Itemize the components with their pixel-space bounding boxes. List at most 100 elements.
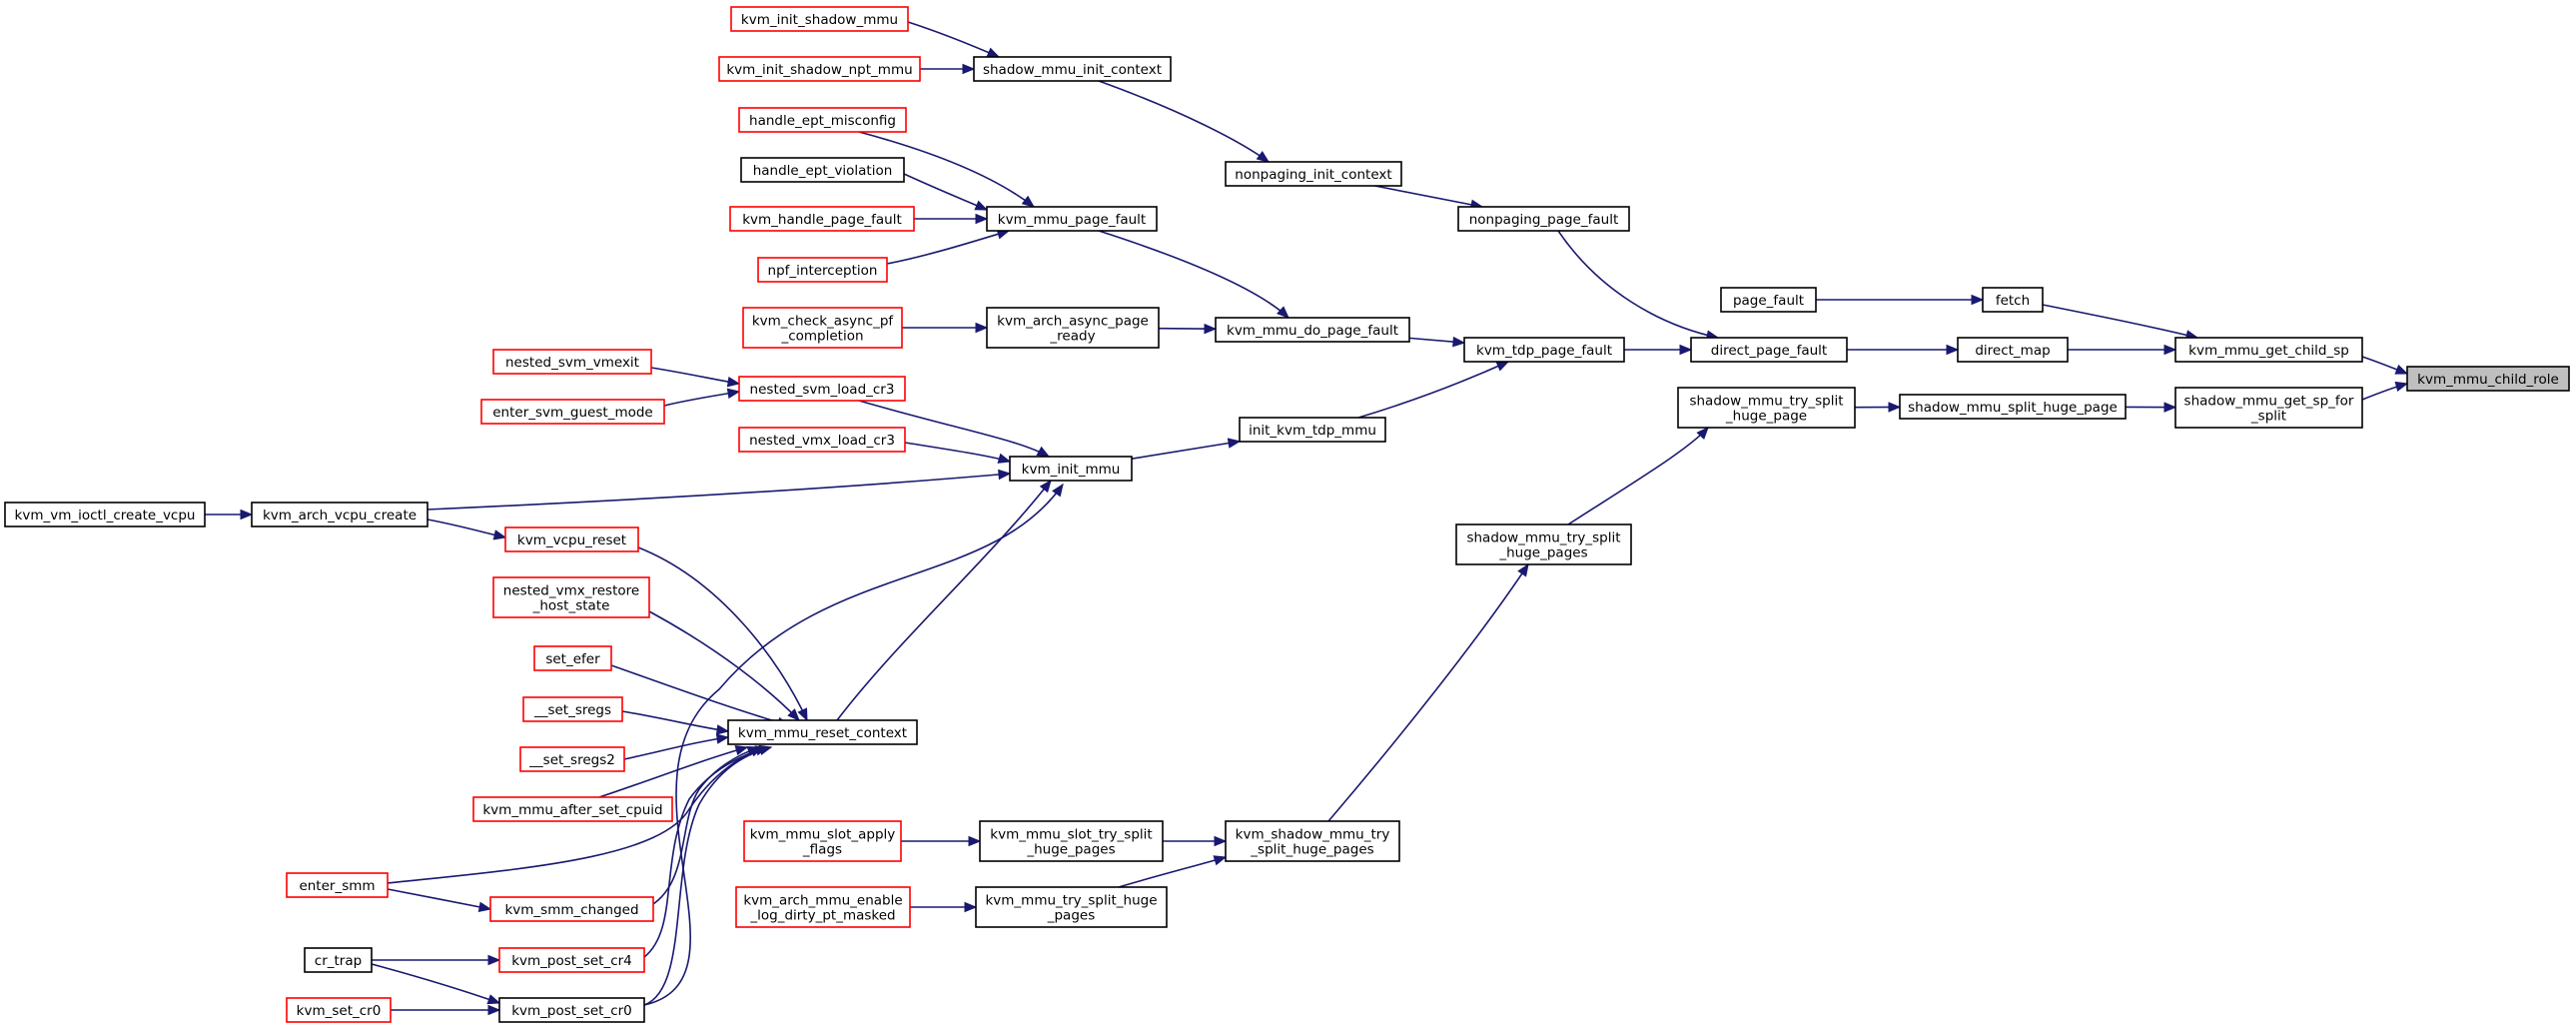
node-label: kvm_shadow_mmu_try xyxy=(1236,827,1390,843)
node-kvm_shadow_mmu_try_split_huge_pages[interactable]: kvm_shadow_mmu_try_split_huge_pages xyxy=(1225,820,1400,862)
node-label: _huge_pages xyxy=(1498,545,1587,561)
node-box xyxy=(522,696,623,722)
node-kvm_tdp_page_fault[interactable]: kvm_tdp_page_fault xyxy=(1463,337,1625,363)
node-nonpaging_page_fault[interactable]: nonpaging_page_fault xyxy=(1457,206,1630,232)
node-direct_map[interactable]: direct_map xyxy=(1957,337,2069,363)
node-box xyxy=(2406,366,2570,392)
node-box xyxy=(1225,161,1402,187)
node-box xyxy=(727,719,918,745)
node-box xyxy=(1455,523,1632,565)
node-kvm_init_mmu[interactable]: kvm_init_mmu xyxy=(1009,456,1133,482)
edge-line xyxy=(1567,427,1709,525)
node-label: kvm_mmu_reset_context xyxy=(738,725,907,741)
node-kvm_init_shadow_mmu[interactable]: kvm_init_shadow_mmu xyxy=(730,6,909,32)
node-box xyxy=(492,349,652,375)
node-kvm_post_set_cr4[interactable]: kvm_post_set_cr4 xyxy=(498,947,645,973)
edge-kvm_arch_vcpu_create-to-kvm_init_mmu xyxy=(427,469,1012,511)
arrowhead xyxy=(240,509,254,520)
node-page_fault[interactable]: page_fault xyxy=(1720,287,1817,313)
node-kvm_mmu_slot_apply_flags[interactable]: kvm_mmu_slot_apply_flags xyxy=(743,820,902,862)
node-cr_trap[interactable]: cr_trap xyxy=(304,947,373,973)
node-shadow_mmu_try_split_huge_page[interactable]: shadow_mmu_try_split_huge_page xyxy=(1677,387,1856,429)
arrowhead xyxy=(787,708,800,721)
node-label: handle_ept_violation xyxy=(753,163,893,179)
node-kvm_vcpu_reset[interactable]: kvm_vcpu_reset xyxy=(504,526,639,552)
node-enter_svm_guest_mode[interactable]: enter_svm_guest_mode xyxy=(480,399,665,425)
node-label: kvm_mmu_try_split_huge xyxy=(985,893,1157,909)
node-label: __set_sregs xyxy=(533,702,611,718)
node-label: _completion xyxy=(780,329,863,345)
edge-line xyxy=(643,746,772,1006)
edge-line xyxy=(652,746,760,905)
node-box xyxy=(1239,417,1386,443)
node-handle_ept_misconfig[interactable]: handle_ept_misconfig xyxy=(738,107,907,133)
edge-shadow_mmu_init_context-to-nonpaging_init_context xyxy=(1098,80,1271,163)
node-label: kvm_tdp_page_fault xyxy=(1476,343,1612,359)
node-direct_page_fault[interactable]: direct_page_fault xyxy=(1690,337,1848,363)
node-label: kvm_vm_ioctl_create_vcpu xyxy=(15,508,196,523)
node-kvm_mmu_get_child_sp[interactable]: kvm_mmu_get_child_sp xyxy=(2174,337,2363,363)
node-kvm_mmu_after_set_cpuid[interactable]: kvm_mmu_after_set_cpuid xyxy=(472,796,673,822)
node-kvm_smm_changed[interactable]: kvm_smm_changed xyxy=(489,896,654,922)
node-__set_sregs[interactable]: __set_sregs xyxy=(522,696,623,722)
node-shadow_mmu_init_context[interactable]: shadow_mmu_init_context xyxy=(973,56,1172,82)
edge-kvm_vm_ioctl_create_vcpu-to-kvm_arch_vcpu_create xyxy=(205,509,254,520)
node-nonpaging_init_context[interactable]: nonpaging_init_context xyxy=(1225,161,1402,187)
arrowhead xyxy=(1256,150,1271,163)
node-label: nested_vmx_load_cr3 xyxy=(749,433,895,449)
node-label: shadow_mmu_init_context xyxy=(983,62,1162,78)
node-label: kvm_init_shadow_npt_mmu xyxy=(726,62,912,78)
node-kvm_check_async_pf_completion[interactable]: kvm_check_async_pf_completion xyxy=(742,307,903,349)
node-box xyxy=(304,947,373,973)
node-kvm_mmu_slot_try_split_huge_pages[interactable]: kvm_mmu_slot_try_split_huge_pages xyxy=(979,820,1164,862)
edge-nested_vmx_load_cr3-to-kvm_init_mmu xyxy=(904,442,1012,464)
edge-kvm_handle_page_fault-to-kvm_mmu_page_fault xyxy=(914,213,989,225)
node-kvm_mmu_child_role[interactable]: kvm_mmu_child_role xyxy=(2406,366,2570,392)
node-label: _huge_page xyxy=(1725,409,1807,425)
node-kvm_mmu_try_split_huge_pages[interactable]: kvm_mmu_try_split_huge_pages xyxy=(975,886,1168,928)
node-box xyxy=(1982,287,2044,313)
node-label: enter_smm xyxy=(299,878,375,894)
edge-kvm_check_async_pf_completion-to-kvm_arch_async_page_ready xyxy=(902,322,989,334)
node-enter_smm[interactable]: enter_smm xyxy=(286,872,389,898)
node-shadow_mmu_get_sp_for_split[interactable]: shadow_mmu_get_sp_for_split xyxy=(2174,387,2363,429)
edge-line xyxy=(621,710,729,732)
node-kvm_post_set_cr0[interactable]: kvm_post_set_cr0 xyxy=(498,997,645,1023)
edge-kvm_tdp_page_fault-to-direct_page_fault xyxy=(1624,344,1693,356)
node-label: enter_svm_guest_mode xyxy=(492,405,652,421)
node-kvm_mmu_page_fault[interactable]: kvm_mmu_page_fault xyxy=(986,206,1158,232)
node-kvm_arch_mmu_enable_log_dirty_pt_masked[interactable]: kvm_arch_mmu_enable_log_dirty_pt_masked xyxy=(735,886,911,928)
arrowhead xyxy=(1495,361,1510,372)
arrowhead xyxy=(974,200,989,211)
node-kvm_mmu_reset_context[interactable]: kvm_mmu_reset_context xyxy=(727,719,918,745)
node-init_kvm_tdp_mmu[interactable]: init_kvm_tdp_mmu xyxy=(1239,417,1386,443)
node-kvm_set_cr0[interactable]: kvm_set_cr0 xyxy=(286,997,392,1023)
node-kvm_vm_ioctl_create_vcpu[interactable]: kvm_vm_ioctl_create_vcpu xyxy=(4,502,206,527)
node-__set_sregs2[interactable]: __set_sregs2 xyxy=(519,746,625,772)
node-label: direct_page_fault xyxy=(1711,343,1827,359)
node-shadow_mmu_try_split_huge_pages[interactable]: shadow_mmu_try_split_huge_pages xyxy=(1455,523,1632,565)
node-set_efer[interactable]: set_efer xyxy=(533,645,612,671)
node-npf_interception[interactable]: npf_interception xyxy=(757,257,888,283)
edge-kvm_arch_async_page_ready-to-kvm_mmu_do_page_fault xyxy=(1158,323,1218,335)
node-nested_svm_vmexit[interactable]: nested_svm_vmexit xyxy=(492,349,652,375)
edge-line xyxy=(858,400,1050,458)
node-kvm_arch_async_page_ready[interactable]: kvm_arch_async_page_ready xyxy=(986,307,1160,349)
node-handle_ept_violation[interactable]: handle_ept_violation xyxy=(740,157,905,183)
edge-kvm_mmu_get_child_sp-to-kvm_mmu_child_role xyxy=(2361,356,2409,375)
node-kvm_handle_page_fault[interactable]: kvm_handle_page_fault xyxy=(729,206,915,232)
node-nested_vmx_restore_host_state[interactable]: nested_vmx_restore_host_state xyxy=(492,576,650,618)
edge-line xyxy=(1557,230,1719,339)
node-kvm_arch_vcpu_create[interactable]: kvm_arch_vcpu_create xyxy=(251,502,429,527)
node-nested_svm_load_cr3[interactable]: nested_svm_load_cr3 xyxy=(738,376,906,402)
arrowhead xyxy=(1971,294,1985,306)
node-kvm_mmu_do_page_fault[interactable]: kvm_mmu_do_page_fault xyxy=(1215,317,1410,343)
node-nested_vmx_load_cr3[interactable]: nested_vmx_load_cr3 xyxy=(738,427,906,453)
edge-nested_vmx_restore_host_state-to-kvm_mmu_reset_context xyxy=(648,610,800,721)
node-fetch[interactable]: fetch xyxy=(1982,287,2044,313)
node-kvm_init_shadow_npt_mmu[interactable]: kvm_init_shadow_npt_mmu xyxy=(718,56,921,82)
node-shadow_mmu_split_huge_page[interactable]: shadow_mmu_split_huge_page xyxy=(1899,394,2127,420)
node-box xyxy=(2174,337,2363,363)
node-box xyxy=(251,502,429,527)
edge-kvm_init_shadow_npt_mmu-to-shadow_mmu_init_context xyxy=(920,63,976,75)
